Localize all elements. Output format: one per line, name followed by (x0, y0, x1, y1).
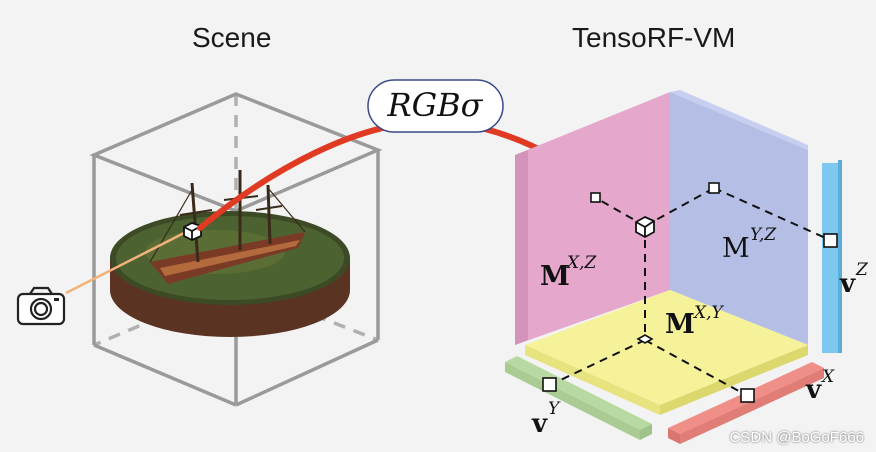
label-v-y-sup: Y (548, 399, 561, 419)
label-m-yz-sup: Y,Z (750, 225, 777, 245)
watermark: CSDN @BoGoF666 (729, 429, 864, 446)
svg-text:RGBσ: RGBσ (386, 86, 483, 124)
label-v-x: v (805, 375, 822, 405)
plane-sample-markers (542, 182, 838, 403)
vector-y (505, 356, 652, 440)
plane-xz (515, 92, 670, 345)
plane-yz (670, 92, 808, 345)
label-v-z: v (839, 269, 856, 299)
plane-xy (525, 290, 808, 405)
sample-point-tensor (635, 215, 655, 239)
label-m-xz: M (540, 261, 570, 292)
vector-z (822, 160, 842, 353)
rgb-sigma-label: RGBσ (367, 79, 504, 133)
label-m-xz-sup: X,Z (565, 253, 598, 273)
camera-icon (16, 286, 66, 326)
tensorf-vm-title: TensoRF-VM (572, 22, 736, 53)
label-m-xy: M (665, 309, 695, 340)
camera-ray (65, 226, 195, 295)
label-m-yz: M (722, 233, 750, 264)
scene-title: Scene (192, 22, 272, 53)
projection-lines (549, 187, 831, 397)
label-v-x-sup: X (820, 367, 835, 387)
ship-scene-image (110, 170, 350, 337)
label-m-xy-sup: X,Y (692, 303, 725, 323)
label-v-y: v (531, 409, 548, 439)
label-v-z-sup: Z (855, 260, 869, 280)
